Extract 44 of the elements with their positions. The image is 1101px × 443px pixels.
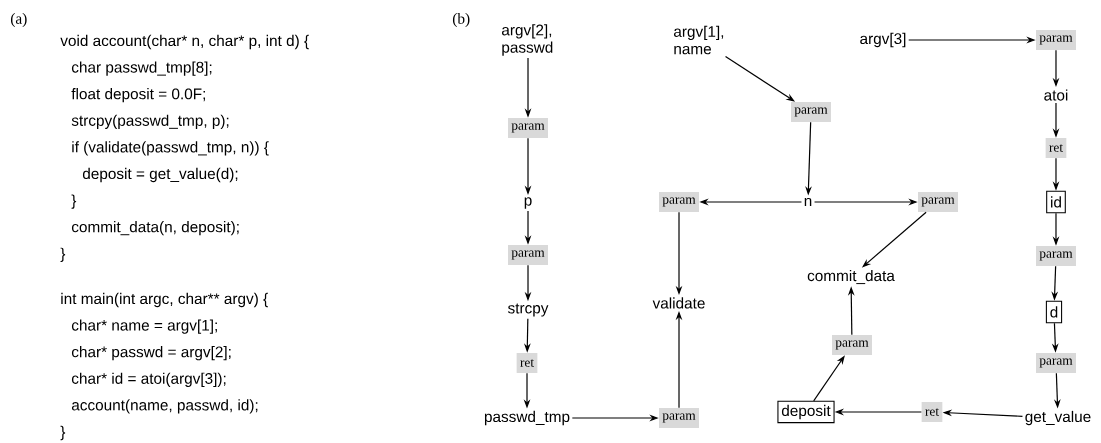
param-box: param <box>1036 246 1076 266</box>
code-line: char passwd_tmp[8]; <box>71 61 212 76</box>
param-box: param <box>659 192 699 212</box>
code-line: char* name = argv[1]; <box>71 319 217 334</box>
node-label: argv[1], name <box>674 25 724 55</box>
node-label: atoi <box>1044 89 1068 101</box>
param-box: param <box>832 335 872 355</box>
param-box: param <box>1036 353 1076 373</box>
panel-label: (b) <box>452 13 470 27</box>
code-line: int main(int argc, char** argv) { <box>61 292 268 308</box>
param-box: ret <box>1045 138 1067 158</box>
code-line: } <box>60 425 66 441</box>
node-label: passwd_tmp <box>484 410 570 426</box>
code-line: } <box>60 247 66 262</box>
code-line: commit_data(n, deposit); <box>71 221 239 236</box>
code-line: float deposit = 0.0F; <box>71 88 205 103</box>
param-box: ret <box>921 402 943 422</box>
code-line: void account(char* n, char* p, int d) { <box>60 34 309 50</box>
variable-box: deposit <box>777 400 835 424</box>
node-label: argv[3] <box>860 32 906 48</box>
param-box: param <box>659 408 699 428</box>
node-label: n <box>804 197 812 207</box>
code-line: } <box>71 194 77 209</box>
code-line: char* id = atoi(argv[3]); <box>71 372 226 387</box>
variable-box: id <box>1046 190 1066 214</box>
variable-box: d <box>1045 300 1063 324</box>
code-line: char* passwd = argv[2]; <box>71 346 231 361</box>
param-box: param <box>508 118 548 138</box>
panel-label: (a) <box>10 13 27 27</box>
code-line: if (validate(passwd_tmp, n)) { <box>72 141 269 156</box>
code-line: strcpy(passwd_tmp, p); <box>71 114 229 129</box>
code-line: account(name, passwd, id); <box>71 399 258 414</box>
node-label: get_value <box>1025 410 1091 426</box>
node-label: strcpy <box>508 303 549 317</box>
code-line: deposit = get_value(d); <box>82 167 238 183</box>
node-label: validate <box>652 297 705 309</box>
param-box: param <box>918 192 958 212</box>
param-box: param <box>791 102 831 122</box>
node-label: argv[2], passwd <box>502 24 553 56</box>
param-box: param <box>508 245 548 265</box>
node-label: p <box>524 197 532 209</box>
node-label: commit_data <box>807 269 895 285</box>
param-box: ret <box>516 353 538 373</box>
param-box: param <box>1036 30 1076 50</box>
